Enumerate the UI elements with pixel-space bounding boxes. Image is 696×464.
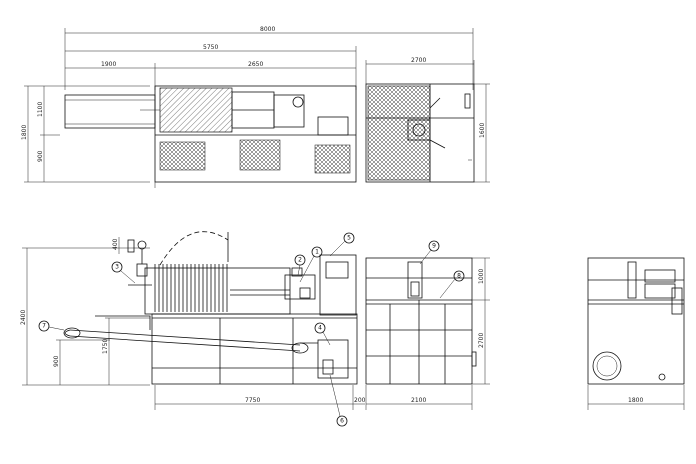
pump-tank [317,339,349,379]
svg-text:5: 5 [347,235,351,242]
dim-overall: 8000 [260,26,275,33]
callout-5: 5 [329,232,355,257]
svg-text:1: 1 [315,249,319,256]
dim-side-height: 1600 [479,123,486,138]
dim-height-lower: 900 [37,150,44,162]
dim-end-upper: 1000 [478,269,485,284]
dim-front-side-small: 400 [112,238,119,250]
right-view: 1800 [587,257,685,410]
callout-7: 7 [38,320,65,332]
top-view: 8000 5750 1900 2650 1800 1100 900 [21,26,474,188]
dim-front-height-low: 900 [53,355,60,367]
top-frame [154,85,357,183]
dim-height-total: 1800 [21,125,28,140]
dim-front-height-mid: 1750 [102,339,109,354]
plate-swing-arc [159,231,229,266]
tank-port [592,351,622,381]
callout-4: 4 [314,322,331,346]
callout-6: 6 [329,374,348,427]
callout-9: 9 [419,240,440,265]
callout-3: 3 [111,261,136,284]
callout-2: 2 [294,254,306,276]
dim-end-width: 2100 [411,397,426,404]
svg-text:7: 7 [42,323,46,330]
dim-height-upper: 1100 [37,102,44,117]
hydraulic-unit [284,274,316,300]
callout-1: 1 [299,246,323,283]
side-hatch [367,85,431,181]
dim-left-seg: 1900 [101,61,116,68]
side-frame [365,83,475,183]
svg-text:3: 3 [115,264,119,271]
belt-upper [69,329,301,346]
dim-front-tail: 200 [354,397,366,404]
end-view: 2100 1000 2700 8 9 [365,240,490,410]
right-frame [587,257,685,385]
front-press-body [144,267,291,315]
dim-mid: 5750 [203,44,218,51]
hatch-block-1 [159,141,206,171]
svg-text:4: 4 [318,325,322,332]
dim-end-lower: 2700 [478,333,485,348]
filter-plates-top [159,87,233,133]
dim-right-seg: 2650 [248,61,263,68]
dim-front-height-total: 2400 [20,310,27,325]
svg-text:8: 8 [457,273,461,280]
svg-text:9: 9 [432,243,436,250]
front-view: 2400 1750 900 400 7750 200 [20,231,366,427]
hatch-block-3 [314,144,351,174]
svg-text:2: 2 [298,257,302,264]
dim-front-length: 7750 [245,397,260,404]
svg-text:6: 6 [340,418,344,425]
hatch-block-2 [239,139,281,171]
dim-right-width: 1800 [628,397,643,404]
callout-8: 8 [439,270,465,299]
control-cabinet [319,254,357,316]
side-top-view: 2700 1600 [365,57,490,183]
tray [64,94,156,129]
front-base-frame [151,313,358,385]
dim-side-width: 2700 [411,57,426,64]
